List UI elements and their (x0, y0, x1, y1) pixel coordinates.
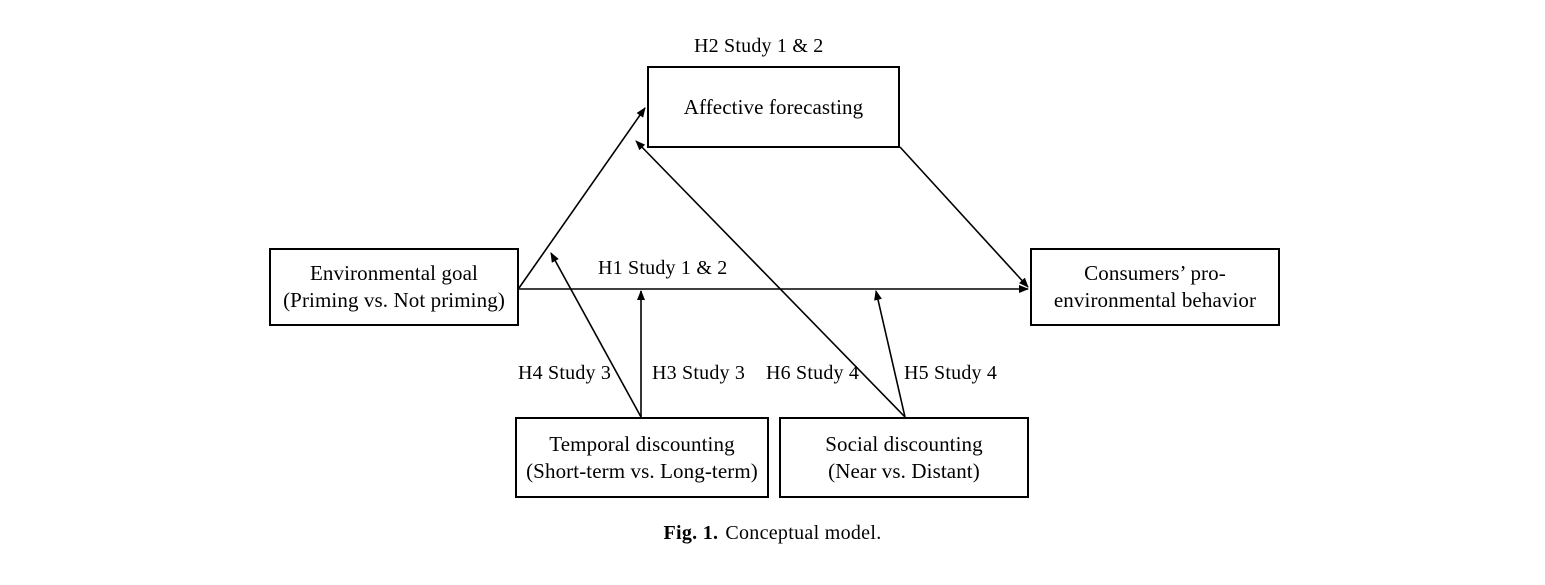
edge-label-h5: H5 Study 4 (904, 362, 998, 384)
edge-label-h6: H6 Study 4 (766, 362, 860, 384)
edge-env-goal-to-affective-forecasting (518, 107, 646, 289)
figure-caption: Fig. 1. Conceptual model. (0, 522, 1545, 545)
figure-caption-text: Conceptual model. (725, 522, 882, 544)
node-temporal-discounting-label: Temporal discounting (Short-term vs. Lon… (526, 431, 758, 483)
edge-social-to-affective-forecasting (635, 140, 906, 418)
node-environmental-goal-label: Environmental goal (Priming vs. Not prim… (283, 261, 505, 312)
node-affective-forecasting-label: Affective forecasting (683, 94, 864, 119)
edge-affective-forecasting-to-consumers (899, 146, 1029, 288)
edge-social-to-main-path (874, 290, 906, 418)
node-temporal-discounting: Temporal discounting (Short-term vs. Lon… (515, 417, 769, 498)
edge-label-h1: H1 Study 1 & 2 (598, 257, 728, 279)
edge-temporal-to-env-affective-path (550, 252, 642, 418)
edge-label-h4: H4 Study 3 (518, 362, 612, 384)
node-consumers-behavior-label: Consumers’ pro- environmental behavior (1053, 261, 1257, 312)
figure-caption-prefix: Fig. 1. (663, 522, 719, 544)
node-environmental-goal: Environmental goal (Priming vs. Not prim… (269, 248, 519, 326)
edge-label-h2: H2 Study 1 & 2 (694, 35, 824, 57)
node-consumers-behavior: Consumers’ pro- environmental behavior (1030, 248, 1280, 326)
node-social-discounting: Social discounting (Near vs. Distant) (779, 417, 1029, 498)
node-affective-forecasting: Affective forecasting (647, 66, 900, 148)
node-social-discounting-label: Social discounting (Near vs. Distant) (825, 431, 983, 483)
edge-label-h3: H3 Study 3 (652, 362, 746, 384)
